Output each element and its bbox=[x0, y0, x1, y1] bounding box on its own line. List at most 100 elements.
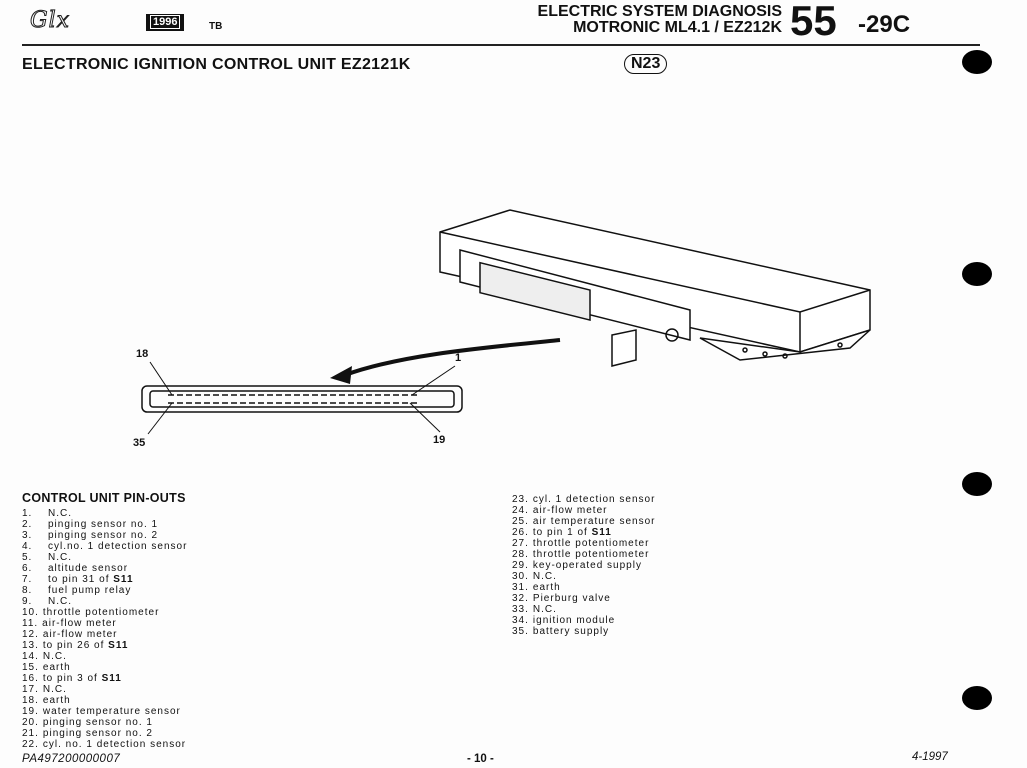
pin-number: 2. bbox=[22, 519, 33, 530]
pin-number: 8. bbox=[22, 585, 33, 596]
pin-number: 10. bbox=[22, 607, 39, 618]
pin-number: 20. bbox=[22, 717, 39, 728]
pin-description: air-flow meter bbox=[42, 618, 117, 629]
pin-label-18: 18 bbox=[136, 348, 149, 360]
pin-description: earth bbox=[42, 695, 71, 706]
pinout-item: 1. N.C. bbox=[22, 508, 187, 519]
document-date: 4-1997 bbox=[912, 751, 948, 763]
pin-number: 19. bbox=[22, 706, 39, 717]
pin-number: 21. bbox=[22, 728, 39, 739]
binder-hole-icon bbox=[962, 686, 992, 710]
pinout-item: 16.to pin 3 of S11 bbox=[22, 673, 187, 684]
pinout-item: 28.throttle potentiometer bbox=[512, 549, 656, 560]
pin-description: throttle potentiometer bbox=[42, 607, 160, 618]
pin-label-35: 35 bbox=[133, 437, 146, 449]
pin-description: to pin 31 of bbox=[48, 574, 114, 585]
pin-number: 7. bbox=[22, 574, 33, 585]
binder-hole-icon bbox=[962, 50, 992, 74]
pinout-item: 12.air-flow meter bbox=[22, 629, 187, 640]
header-line-2: MOTRONIC ML4.1 / EZ212K bbox=[573, 19, 782, 36]
pin-description: altitude sensor bbox=[48, 563, 129, 574]
pin-description: cyl.no. 1 detection sensor bbox=[48, 541, 188, 552]
pinout-item: 31.earth bbox=[512, 582, 656, 593]
pin-description: key-operated supply bbox=[532, 560, 642, 571]
pinout-item: 20.pinging sensor no. 1 bbox=[22, 717, 187, 728]
pin-label-19: 19 bbox=[433, 434, 446, 446]
pin-description: pinging sensor no. 2 bbox=[42, 728, 153, 739]
pin-description: N.C. bbox=[532, 571, 557, 582]
pin-number: 26. bbox=[512, 527, 529, 538]
pinout-item: 33.N.C. bbox=[512, 604, 656, 615]
pinout-item: 29.key-operated supply bbox=[512, 560, 656, 571]
pin-number: 11. bbox=[22, 618, 39, 629]
pinout-item: 10.throttle potentiometer bbox=[22, 607, 187, 618]
pin-description: fuel pump relay bbox=[48, 585, 132, 596]
pinout-item: 5.N.C. bbox=[22, 552, 187, 563]
pinout-item: 24.air-flow meter bbox=[512, 505, 656, 516]
control-unit-diagram bbox=[141, 209, 871, 435]
pin-description: cyl. no. 1 detection sensor bbox=[42, 739, 187, 750]
pin-description: N.C. bbox=[48, 508, 72, 519]
pin-description: air-flow meter bbox=[42, 629, 118, 640]
pin-description: water temperature sensor bbox=[42, 706, 181, 717]
pin-description: Pierburg valve bbox=[532, 593, 611, 604]
pin-description: to pin 1 of bbox=[532, 527, 592, 538]
header-line-1: ELECTRIC SYSTEM DIAGNOSIS bbox=[537, 3, 782, 20]
pin-label-1: 1 bbox=[455, 352, 462, 364]
binder-hole-icon bbox=[962, 262, 992, 286]
pin-number: 13. bbox=[22, 640, 39, 651]
pin-description: to pin 26 of bbox=[42, 640, 109, 651]
pin-number: 3. bbox=[22, 530, 33, 541]
pinout-item: 4. cyl.no. 1 detection sensor bbox=[22, 541, 187, 552]
section-suffix: -29C bbox=[858, 11, 911, 38]
pin-number: 15. bbox=[22, 662, 39, 673]
component-badge: N23 bbox=[624, 54, 668, 74]
pin-description: N.C. bbox=[42, 651, 67, 662]
pinouts-list-left: 1. N.C. 2. pinging sensor no. 1 3. pinging se… bbox=[22, 508, 187, 750]
pin-number: 17. bbox=[22, 684, 39, 695]
pin-description: N.C. bbox=[48, 596, 72, 607]
pinout-item: 14.N.C. bbox=[22, 651, 187, 662]
pin-number: 6. bbox=[22, 563, 33, 574]
pin-number: 31. bbox=[512, 582, 529, 593]
pin-description: to pin 3 of bbox=[42, 673, 102, 684]
pin-number: 28. bbox=[512, 549, 529, 560]
pin-number: 32. bbox=[512, 593, 529, 604]
pinout-item: 19.water temperature sensor bbox=[22, 706, 187, 717]
pin-number: 16. bbox=[22, 673, 39, 684]
year-badge: 1996 bbox=[146, 14, 185, 31]
pin-number: 22. bbox=[22, 739, 39, 750]
pinout-item: 7. to pin 31 of S11 bbox=[22, 574, 187, 585]
pinout-item: 25.air temperature sensor bbox=[512, 516, 656, 527]
pin-number: 14. bbox=[22, 651, 39, 662]
pinout-item: 18.earth bbox=[22, 695, 187, 706]
pin-description: earth bbox=[42, 662, 71, 673]
brand-logo: Glx bbox=[29, 8, 71, 34]
connector-ref: S11 bbox=[591, 527, 612, 538]
page-number: - 10 - bbox=[467, 753, 494, 765]
header-rule bbox=[22, 44, 980, 46]
pinout-item: 32.Pierburg valve bbox=[512, 593, 656, 604]
pinout-item: 26.to pin 1 of S11 bbox=[512, 527, 656, 538]
pinout-item: 2. pinging sensor no. 1 bbox=[22, 519, 187, 530]
pinout-item: 35.battery supply bbox=[512, 626, 656, 637]
section-number: 55 bbox=[790, 0, 837, 44]
pin-number: 18. bbox=[22, 695, 39, 706]
pin-number: 9. bbox=[22, 596, 33, 607]
pin-number: 25. bbox=[512, 516, 529, 527]
pin-description: air-flow meter bbox=[532, 505, 608, 516]
document-code: PA497200000007 bbox=[22, 753, 121, 765]
pin-description: pinging sensor no. 2 bbox=[48, 530, 159, 541]
pin-number: 1. bbox=[22, 508, 33, 519]
connector-ref: S11 bbox=[108, 640, 129, 651]
pin-number: 30. bbox=[512, 571, 529, 582]
pin-description: pinging sensor no. 1 bbox=[48, 519, 159, 530]
connector-ref: S11 bbox=[113, 574, 134, 585]
pinouts-title: CONTROL UNIT PIN-OUTS bbox=[22, 491, 186, 505]
pin-number: 4. bbox=[22, 541, 33, 552]
pin-description: N.C. bbox=[42, 684, 67, 695]
connector-outline bbox=[141, 361, 463, 435]
pin-description: earth bbox=[532, 582, 561, 593]
